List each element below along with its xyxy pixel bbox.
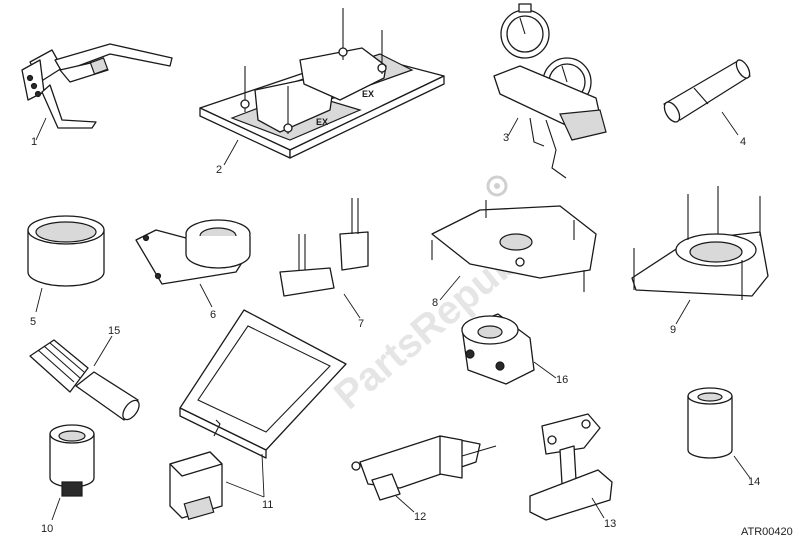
callout-5: 5 — [30, 316, 36, 328]
part-11-case-and-relay[interactable] — [169, 309, 347, 521]
part-15-threaded-puller[interactable] — [29, 335, 142, 422]
part-5-ring-sleeve[interactable] — [27, 215, 105, 313]
callout-1: 1 — [31, 136, 37, 148]
part-12-adjustable-bracket[interactable] — [351, 435, 497, 513]
exhaust-mark-2: EX — [362, 89, 374, 99]
part-13-support-stand[interactable] — [529, 413, 613, 521]
callout-12: 12 — [414, 511, 426, 523]
callout-15: 15 — [108, 325, 120, 337]
callout-3: 3 — [503, 132, 509, 144]
callout-14: 14 — [748, 476, 760, 488]
part-4-socket-tube[interactable] — [661, 58, 752, 136]
gear-icon — [486, 175, 508, 197]
callout-labels: 1 2 3 4 5 6 7 8 9 10 11 12 13 14 15 16 — [30, 132, 760, 535]
callout-10: 10 — [41, 523, 53, 535]
callout-16: 16 — [556, 374, 568, 386]
callout-11: 11 — [262, 499, 273, 511]
part-7-locating-pins[interactable] — [279, 198, 369, 319]
callout-4: 4 — [740, 136, 746, 148]
callout-6: 6 — [210, 309, 216, 321]
part-16-knurled-adapter[interactable] — [461, 313, 557, 385]
part-8-stud-plate[interactable] — [431, 200, 597, 301]
callout-2: 2 — [216, 164, 222, 176]
part-10-cylinder-tool[interactable] — [49, 424, 95, 521]
reference-code: ATR00420 — [741, 526, 793, 538]
part-9-flywheel-holder[interactable] — [631, 186, 769, 325]
part-1-clamp-tool[interactable] — [21, 43, 173, 141]
part-14-sleeve-tube[interactable] — [687, 387, 751, 479]
callout-7: 7 — [358, 318, 364, 330]
callout-8: 8 — [432, 297, 438, 309]
part-2-cam-holder-tray[interactable]: EX EX — [199, 8, 445, 166]
part-3-dial-gauge-assembly[interactable] — [493, 3, 607, 179]
callout-13: 13 — [604, 518, 616, 530]
exhaust-mark-1: EX — [316, 117, 328, 127]
callout-9: 9 — [670, 324, 676, 336]
part-6-bearing-bracket[interactable] — [135, 219, 251, 308]
